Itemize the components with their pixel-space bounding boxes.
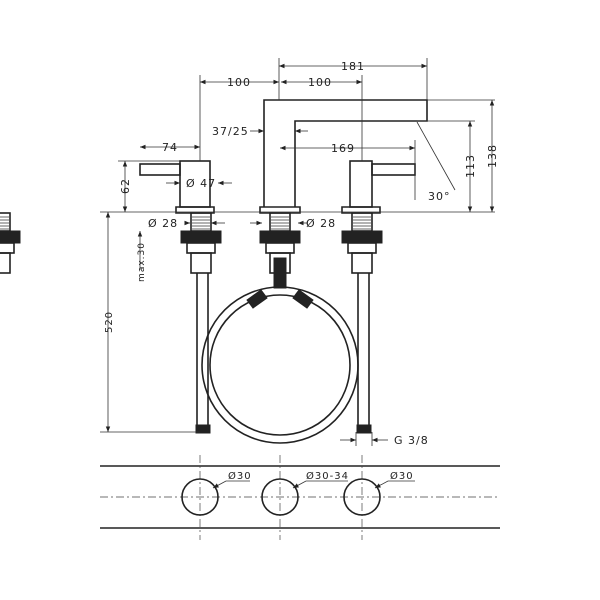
dim-138: 138 — [486, 144, 499, 168]
dim-100-left: 100 — [227, 76, 251, 89]
hole-right-label: Ø30 — [390, 470, 414, 482]
dim-max-30: max.30 — [137, 242, 147, 282]
supply-hoses — [195, 257, 372, 444]
hole-center-label: Ø30-34 — [306, 470, 349, 482]
dimension-lines — [100, 58, 495, 446]
hole-left-label: Ø30 — [228, 470, 252, 482]
deck-hole-plan — [100, 455, 500, 540]
dim-181: 181 — [341, 60, 365, 73]
dim-62: 62 — [119, 178, 132, 194]
dim-thread: G 3/8 — [394, 434, 429, 447]
dim-113: 113 — [464, 154, 477, 178]
dim-spout-wall: 37/25 — [212, 125, 249, 138]
hole-left — [181, 478, 219, 516]
dim-center-shank: Ø 28 — [306, 217, 336, 230]
shanks — [0, 212, 383, 274]
right-handle — [341, 160, 416, 214]
dim-angle: 30° — [428, 190, 451, 203]
dim-left-shank: Ø 28 — [148, 217, 178, 230]
left-handle — [139, 160, 215, 214]
hole-right — [343, 478, 381, 516]
dim-handle-diameter: Ø 47 — [186, 177, 216, 190]
spout — [259, 99, 428, 214]
dim-74: 74 — [162, 141, 178, 154]
hole-center — [261, 478, 299, 516]
dim-520: 520 — [104, 311, 115, 333]
dim-169: 169 — [331, 142, 355, 155]
dim-100-right: 100 — [308, 76, 332, 89]
